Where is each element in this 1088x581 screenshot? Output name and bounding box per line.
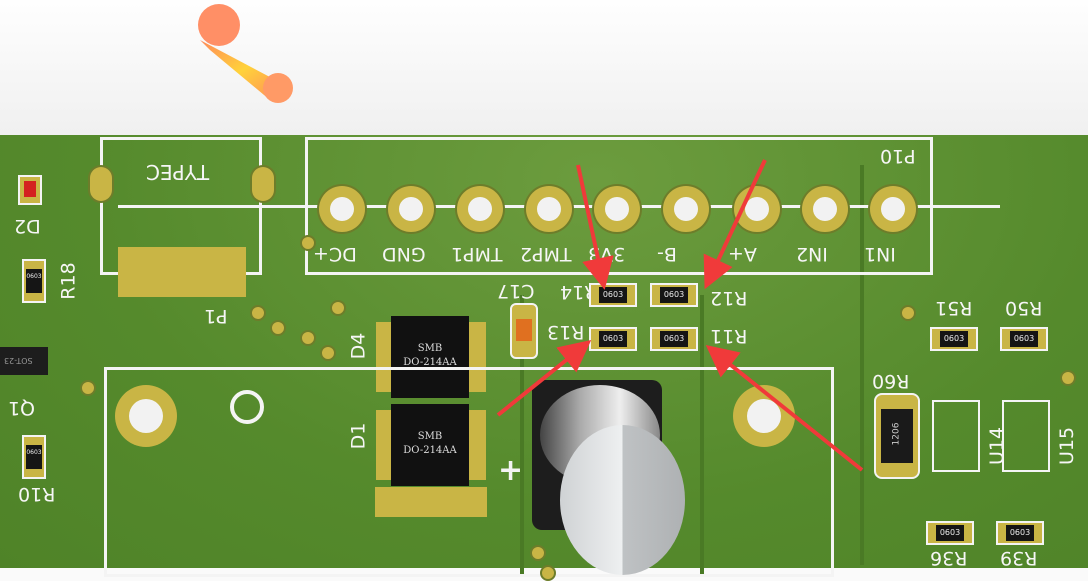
- resistor-r50[interactable]: 0603: [1000, 327, 1048, 351]
- via: [270, 320, 286, 336]
- via: [300, 235, 316, 251]
- resistor-r51[interactable]: 0603: [930, 327, 978, 351]
- p10-outline: [305, 137, 933, 275]
- viewer-background: [0, 0, 1088, 135]
- arrow-to-r12: [703, 159, 767, 290]
- arrow-to-r11: [705, 345, 864, 472]
- arrow-to-r14: [576, 164, 614, 290]
- mounting-hole: [733, 385, 795, 447]
- resistor-r39[interactable]: 0603: [996, 521, 1044, 545]
- header-pin-in2[interactable]: [802, 186, 848, 232]
- resistor-r12[interactable]: 0603: [650, 283, 698, 307]
- resistor-r18[interactable]: 0603: [22, 259, 46, 303]
- ic-u14[interactable]: [932, 400, 980, 472]
- usb-typec-connector[interactable]: [118, 247, 246, 297]
- via: [330, 300, 346, 316]
- header-pin-b-[interactable]: [663, 186, 709, 232]
- header-pin-dc+[interactable]: [319, 186, 365, 232]
- transistor-q1[interactable]: SOT-23: [0, 347, 48, 375]
- arrow-to-r13: [496, 339, 592, 417]
- polarity-plus: +: [498, 453, 524, 488]
- app-logo-icon: [198, 4, 293, 103]
- header-pin-tmp2[interactable]: [526, 186, 572, 232]
- annotation-arrows: [496, 159, 864, 472]
- ic-u15[interactable]: [1002, 400, 1050, 472]
- via: [320, 345, 336, 361]
- header-pin-gnd[interactable]: [388, 186, 434, 232]
- header-pin-in1[interactable]: [870, 186, 916, 232]
- resistor-r10[interactable]: 0603: [22, 435, 46, 479]
- resistor-r36[interactable]: 0603: [926, 521, 974, 545]
- resistor-r13[interactable]: 0603: [589, 327, 637, 351]
- via: [900, 305, 916, 321]
- resistor-r60[interactable]: 1206: [874, 393, 920, 479]
- via: [1060, 370, 1076, 386]
- resistor-r11[interactable]: 0603: [650, 327, 698, 351]
- led-d2[interactable]: [18, 175, 42, 205]
- via: [530, 545, 546, 561]
- fiducial-mark: [230, 390, 264, 424]
- mounting-hole: [115, 385, 177, 447]
- via: [250, 305, 266, 321]
- header-pin-tmp1[interactable]: [457, 186, 503, 232]
- header-pin-3v3[interactable]: [594, 186, 640, 232]
- via: [300, 330, 316, 346]
- via: [80, 380, 96, 396]
- capacitor-c17[interactable]: [510, 303, 538, 359]
